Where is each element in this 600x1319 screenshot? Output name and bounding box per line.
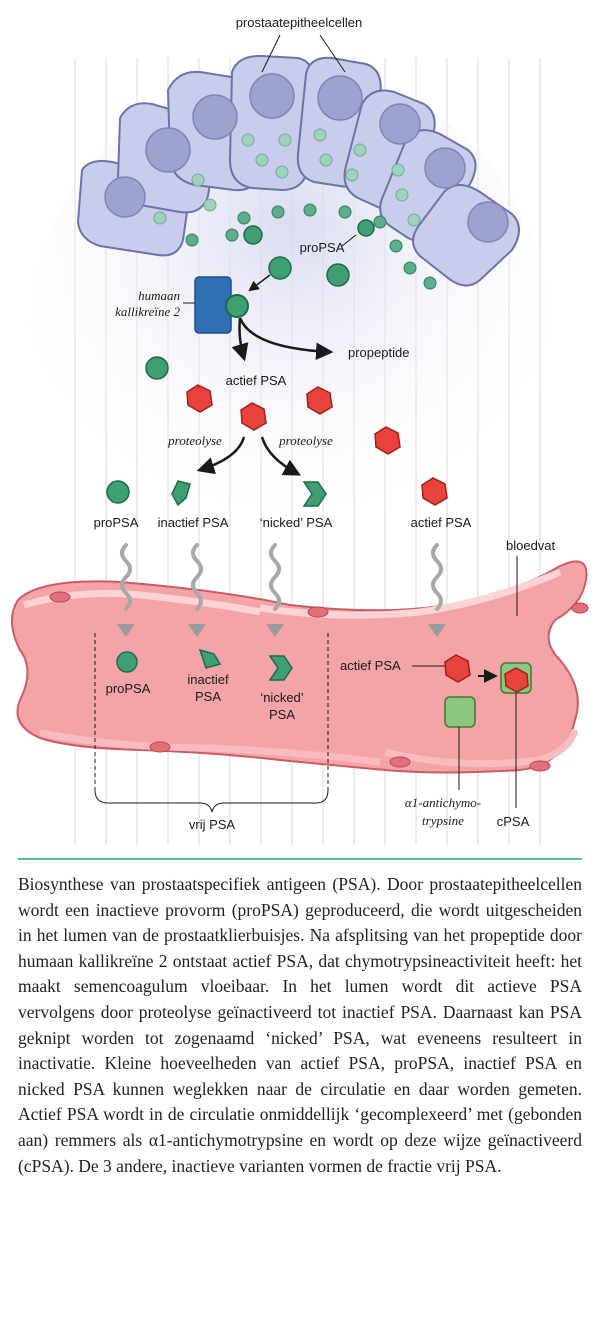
figure-caption: Biosynthese van prostaatspecifiek antige… [18,874,582,1176]
propsa-bound [225,294,249,318]
vessel-active-psa-molecule [444,654,471,683]
cpsa-label: cPSA [497,814,530,829]
vessel-inactive-label-2: PSA [195,689,221,704]
bloodvessel-label: bloedvat [506,538,556,553]
cells-leader-line [261,34,281,73]
diagram-canvas: prostaatepitheelcellen proPSA humaan kal… [11,15,589,845]
inactive-psa-molecule [171,480,191,507]
proteolysis-arrow-right [260,436,302,476]
vessel-nicked-label-2: PSA [269,707,295,722]
proteolyse-left-label: proteolyse [167,433,222,448]
propsa-molecule [357,219,375,237]
cells-label: prostaatepitheelcellen [236,15,362,30]
propsa-molecule [145,356,169,380]
vessel-propsa-label: proPSA [106,681,151,696]
secreted-granules [185,203,437,290]
cpsa-bound-psa [504,667,529,693]
active-psa-molecule [421,477,448,506]
nicked-psa-molecule [302,481,327,507]
cells-leader-line [319,34,346,73]
propeptide-label: propeptide [348,345,409,360]
act-label-2: trypsine [422,813,464,828]
vessel-propsa-molecule [116,651,138,673]
active-psa-label: actief PSA [226,373,287,388]
active-psa-molecule [374,426,401,455]
row-active-label: actief PSA [411,515,472,530]
row-inactive-label: inactief PSA [158,515,229,530]
propeptide-arrow [238,317,334,361]
proteolysis-arrow-left [196,436,246,475]
vessel-inactive-molecule [198,648,222,669]
cell-vesicles [153,128,421,227]
caption-divider [18,858,582,860]
vessel-inactive-label-1: inactief [187,672,229,687]
vessel-active-label: actief PSA [340,658,401,673]
propsa-molecule [268,256,292,280]
blood-vessel [11,560,589,774]
propsa-molecule [243,225,263,245]
leak-arrows [120,543,443,611]
free-psa-label: vrij PSA [189,817,236,832]
free-psa-bracket [94,633,329,813]
psa-biosynthesis-diagram: prostaatepitheelcellen proPSA humaan kal… [11,15,589,845]
row-propsa-label: proPSA [94,515,139,530]
arrow-to-enzyme [248,274,271,292]
antichymotrypsin-molecule [444,696,476,728]
active-psa-molecule [186,384,213,413]
active-psa-molecule [240,402,267,431]
cell-nuclei [104,73,509,243]
hk2-label-1: humaan [138,288,180,303]
activation-arrow [231,317,249,362]
active-psa-molecule [306,386,333,415]
proteolyse-right-label: proteolyse [278,433,333,448]
propsa-molecule [326,263,350,287]
vessel-nicked-molecule [268,655,293,681]
act-label-1: α1-antichymo- [405,795,481,810]
vessel-nicked-label-1: ‘nicked’ [260,690,303,705]
leak-arrowheads [117,624,446,637]
propsa-molecule [106,480,130,504]
row-nicked-label: ‘nicked’ PSA [260,515,333,530]
hk2-label-2: kallikreïne 2 [115,304,180,319]
propsa-leader-line [341,234,357,247]
propsa-label: proPSA [300,240,345,255]
